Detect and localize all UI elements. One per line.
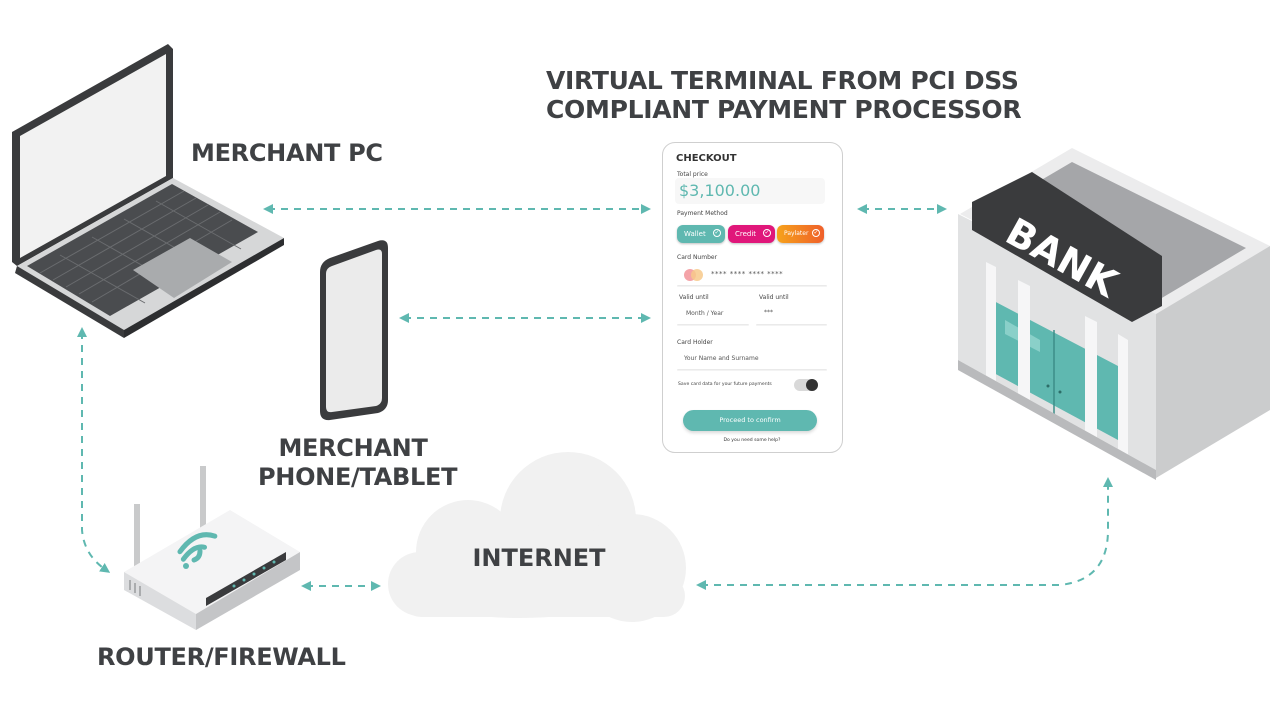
card-holder-input[interactable]: Your Name and Surname — [684, 355, 759, 362]
credit-button[interactable]: Credit ✓ — [728, 225, 775, 243]
check-icon: ✓ — [812, 229, 820, 237]
valid-until-label-1: Valid until — [679, 294, 709, 301]
paylater-button[interactable]: Paylater ✓ — [777, 225, 824, 243]
toggle-knob — [806, 379, 818, 391]
total-price-value: $3,100.00 — [679, 181, 761, 200]
total-price-label: Total price — [677, 171, 708, 178]
connections — [77, 204, 1113, 591]
arrow-pc-router — [77, 327, 111, 573]
checkout-card: CHECKOUT Total price $3,100.00 Payment M… — [662, 142, 843, 453]
virtual-terminal-title: VIRTUAL TERMINAL FROM PCI DSS COMPLIANT … — [546, 66, 1022, 124]
check-icon: ✓ — [713, 229, 721, 237]
merchant-phone-label: MERCHANT PHONE/TABLET — [258, 434, 458, 491]
expiry-input[interactable]: Month / Year — [686, 310, 724, 317]
card-brand-icon — [684, 269, 704, 281]
valid-until-label-2: Valid until — [759, 294, 789, 301]
wifi-icon — [177, 532, 218, 569]
router-icon — [124, 466, 300, 630]
cvv-input[interactable]: *** — [764, 309, 773, 316]
router-firewall-label: ROUTER/FIREWALL — [97, 643, 346, 671]
merchant-pc-label: MERCHANT PC — [191, 139, 383, 167]
toggle-switch[interactable] — [794, 379, 818, 391]
internet-label: INTERNET — [472, 544, 606, 572]
card-number-input[interactable]: **** **** **** **** — [711, 270, 784, 278]
card-holder-label: Card Holder — [677, 339, 713, 346]
phone-icon — [320, 240, 388, 421]
card-number-label: Card Number — [677, 254, 718, 261]
arrow-internet-bank — [696, 477, 1113, 590]
help-link[interactable]: Do you need some help? — [723, 438, 781, 443]
save-card-label: Save card data for your future payments — [678, 382, 772, 387]
cloud-icon — [388, 452, 686, 622]
wallet-button[interactable]: Wallet ✓ — [677, 225, 725, 243]
payment-method-label: Payment Method — [677, 210, 728, 217]
proceed-to-confirm-button[interactable]: Proceed to confirm — [683, 410, 817, 431]
total-price-field — [675, 178, 825, 204]
checkout-title: CHECKOUT — [676, 153, 737, 164]
laptop-icon — [12, 44, 284, 338]
bank-building-icon: BANK — [958, 148, 1270, 480]
check-icon: ✓ — [763, 229, 771, 237]
